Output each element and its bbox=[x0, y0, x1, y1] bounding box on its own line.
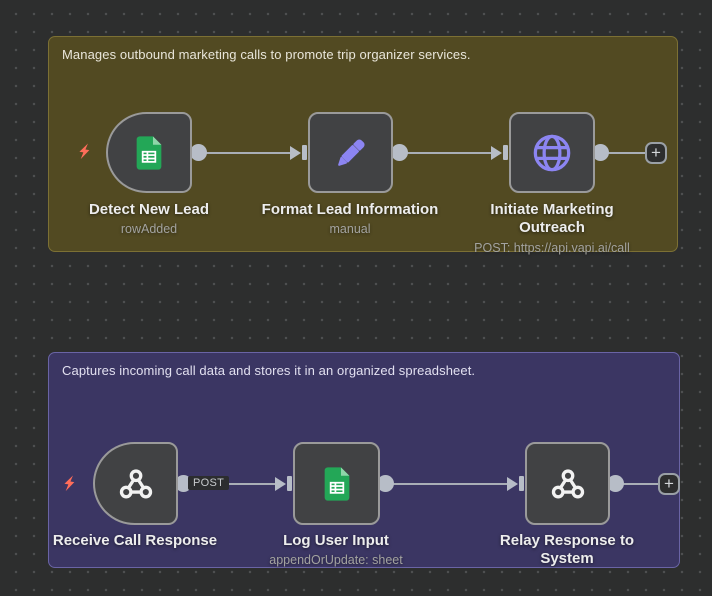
node-initiate-marketing-outreach[interactable] bbox=[509, 112, 595, 193]
connection-wire[interactable] bbox=[386, 483, 508, 485]
connection-wire[interactable] bbox=[616, 483, 658, 485]
output-port[interactable] bbox=[175, 475, 192, 492]
input-port-arrow-icon bbox=[290, 146, 301, 160]
sticky-note-inbound-text: Captures incoming call data and stores i… bbox=[62, 363, 476, 378]
output-port[interactable] bbox=[190, 144, 207, 161]
output-port[interactable] bbox=[592, 144, 609, 161]
node-caption-receive-call-response: Receive Call Response bbox=[35, 532, 235, 550]
node-caption-format-lead-information: Format Lead Information manual bbox=[250, 201, 450, 236]
input-port bbox=[287, 476, 292, 491]
output-port[interactable] bbox=[607, 475, 624, 492]
output-port[interactable] bbox=[377, 475, 394, 492]
google-sheets-icon bbox=[136, 135, 162, 170]
node-subtitle: POST: https://api.vapi.ai/call bbox=[474, 240, 630, 255]
webhook-respond-icon bbox=[551, 468, 584, 498]
input-port-arrow-icon bbox=[275, 477, 286, 491]
connection-wire[interactable] bbox=[184, 483, 276, 485]
connection-wire[interactable] bbox=[399, 152, 492, 154]
node-label: Initiate Marketing Outreach bbox=[490, 201, 614, 237]
input-port-arrow-icon bbox=[507, 477, 518, 491]
globe-http-icon bbox=[533, 134, 571, 171]
input-port bbox=[519, 476, 524, 491]
connection-wire[interactable] bbox=[601, 152, 645, 154]
node-caption-detect-new-lead: Detect New Lead rowAdded bbox=[69, 201, 229, 236]
connection-label-post: POST bbox=[188, 476, 230, 490]
node-caption-relay-response-to-system: Relay Response to System bbox=[492, 532, 642, 569]
input-port-arrow-icon bbox=[491, 146, 502, 160]
pencil-edit-icon bbox=[337, 138, 365, 166]
connection-wire[interactable] bbox=[198, 152, 292, 154]
node-caption-log-user-input: Log User Input appendOrUpdate: sheet bbox=[231, 532, 441, 567]
node-caption-initiate-marketing-outreach: Initiate Marketing Outreach POST: https:… bbox=[467, 201, 637, 255]
node-subtitle: appendOrUpdate: sheet bbox=[269, 553, 403, 568]
webhook-icon bbox=[119, 468, 152, 498]
node-label: Format Lead Information bbox=[261, 201, 439, 218]
node-receive-call-response[interactable] bbox=[93, 442, 178, 525]
node-label: Receive Call Response bbox=[52, 532, 218, 549]
node-relay-response-to-system[interactable] bbox=[525, 442, 610, 525]
node-label: Detect New Lead bbox=[88, 201, 210, 218]
node-format-lead-information[interactable] bbox=[308, 112, 393, 193]
sticky-note-outbound-text: Manages outbound marketing calls to prom… bbox=[62, 47, 471, 62]
trigger-lightning-icon bbox=[64, 475, 75, 492]
node-subtitle: rowAdded bbox=[120, 222, 178, 237]
output-port[interactable] bbox=[391, 144, 408, 161]
trigger-lightning-icon bbox=[79, 143, 90, 160]
node-label: Log User Input bbox=[283, 532, 389, 549]
input-port bbox=[503, 145, 508, 160]
google-sheets-icon bbox=[324, 466, 349, 501]
input-port bbox=[302, 145, 307, 160]
add-node-button[interactable]: + bbox=[645, 142, 667, 164]
add-node-button[interactable]: + bbox=[658, 473, 680, 495]
node-log-user-input[interactable] bbox=[293, 442, 380, 525]
node-subtitle: manual bbox=[329, 222, 371, 237]
node-label: Relay Response to System bbox=[499, 532, 635, 568]
node-detect-new-lead[interactable] bbox=[106, 112, 192, 193]
